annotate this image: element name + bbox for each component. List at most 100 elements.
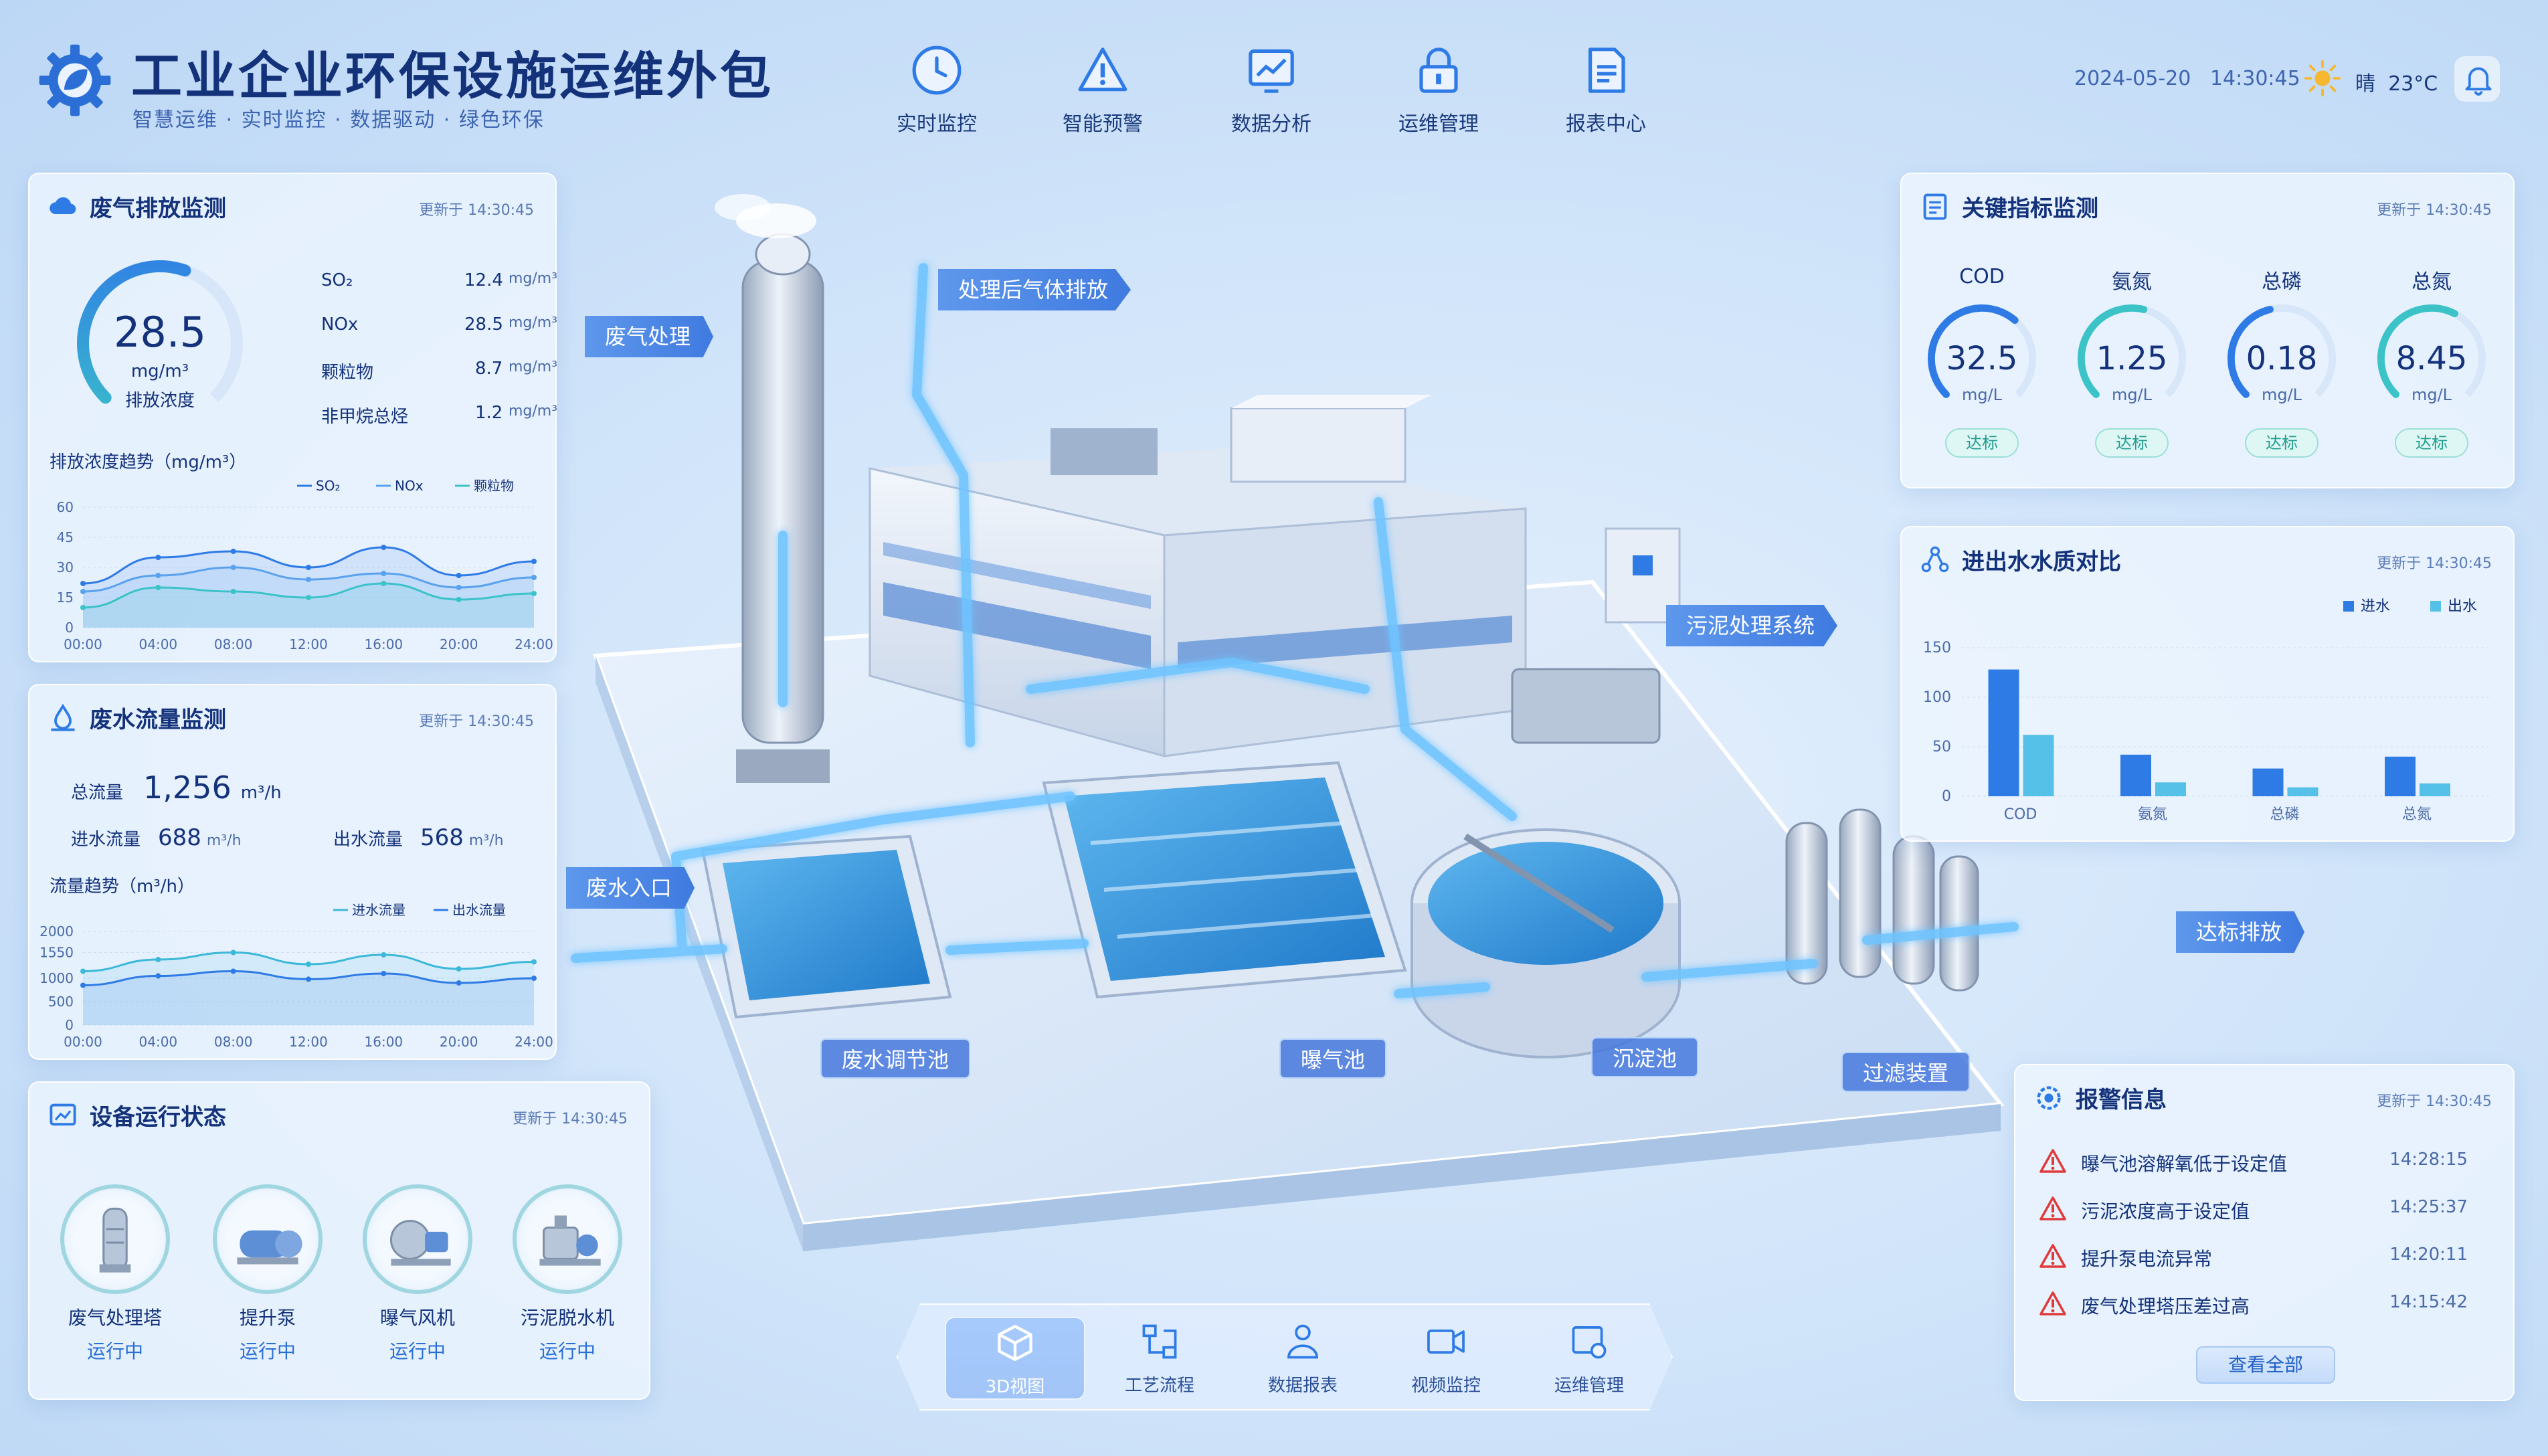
y-tick-label: 1000: [39, 970, 74, 986]
data-point: [80, 605, 86, 610]
legend-label: 颗粒物: [474, 478, 514, 494]
bar: [2155, 782, 2186, 796]
page-subtitle: 智慧运维 · 实时监控 · 数据驱动 · 绿色环保: [132, 108, 545, 132]
label-discharge: 达标排放: [2176, 911, 2305, 953]
warning-icon: [1078, 48, 1127, 92]
update-time: 更新于 14:30:45: [419, 713, 534, 730]
x-tick-label: 24:00: [515, 636, 553, 652]
equipment-aeration-blower[interactable]: [363, 1184, 472, 1294]
data-point: [230, 549, 236, 554]
equipment-status: 运行中: [86, 1340, 143, 1362]
nav-realtime-monitor[interactable]: 实时监控: [863, 44, 1010, 136]
kpi-gauge-ring: [2227, 304, 2336, 413]
exhaust-gauge: [76, 260, 243, 426]
tab-maintenance[interactable]: 运维管理: [1519, 1317, 1659, 1400]
data-point: [456, 597, 462, 602]
gauge-fill: [2227, 304, 2336, 413]
tab-3d-view[interactable]: 3D视图: [945, 1317, 1085, 1400]
plant-3d-view: [571, 194, 2019, 1251]
kpi-value: 8.45: [2395, 340, 2468, 377]
data-point: [80, 581, 86, 586]
data-report-icon: [1287, 1324, 1318, 1359]
data-point: [230, 968, 236, 974]
nav-smart-warning[interactable]: 智能预警: [1029, 44, 1176, 136]
kpi-name: 总氮: [2412, 270, 2452, 294]
data-point: [531, 959, 537, 965]
data-point: [80, 589, 86, 594]
alarm-time: 14:25:37: [2389, 1197, 2468, 1217]
kpi-status-badge: 达标: [2245, 428, 2318, 458]
view-all-button[interactable]: 查看全部: [2196, 1346, 2335, 1384]
data-point: [531, 591, 537, 596]
alarm-time: 14:20:11: [2389, 1245, 2468, 1265]
x-tick-label: 12:00: [289, 636, 328, 652]
gauge-fill: [2078, 304, 2186, 413]
series-area: [83, 971, 534, 1025]
equipment-name: 提升泵: [239, 1307, 296, 1329]
bar: [2287, 787, 2318, 796]
data-point: [155, 555, 161, 560]
panel-title: 废水流量监测: [90, 707, 226, 733]
data-point: [456, 585, 462, 590]
equipment-sludge-dewaterer[interactable]: [513, 1184, 622, 1294]
bar: [2120, 754, 2151, 796]
alarm-item[interactable]: 曝气池溶解氧低于设定值 14:28:15: [2039, 1146, 2468, 1179]
chart-icon: [1249, 49, 1294, 93]
legend-label: 进水流量: [352, 902, 405, 918]
equipment-status: 运行中: [239, 1340, 296, 1362]
alarm-warning-icon: [2039, 1196, 2066, 1220]
data-point: [531, 559, 537, 564]
label-regulating-tank: 废水调节池: [820, 1038, 971, 1079]
tab-video-monitor[interactable]: 视频监控: [1376, 1317, 1516, 1400]
x-tick-label: 16:00: [365, 1034, 403, 1050]
equipment-lift-pump[interactable]: [213, 1184, 323, 1294]
label-aeration-tank: 曝气池: [1279, 1038, 1387, 1079]
tab-label: 视频监控: [1410, 1376, 1481, 1396]
data-point: [306, 976, 311, 982]
tab-label: 3D视图: [985, 1377, 1045, 1397]
nav-maintenance[interactable]: 运维管理: [1365, 44, 1512, 136]
notification-button[interactable]: [2453, 55, 2501, 103]
legend-label: SO₂: [316, 478, 340, 494]
tab-data-report[interactable]: 数据报表: [1233, 1317, 1373, 1400]
bar: [2385, 756, 2416, 796]
y-tick-label: 15: [57, 589, 74, 606]
kpi-name: COD: [1959, 265, 2005, 288]
y-tick-label: 45: [57, 529, 74, 545]
x-tick-label: 08:00: [214, 636, 253, 652]
tab-label: 运维管理: [1554, 1376, 1624, 1396]
nav-data-analysis[interactable]: 数据分析: [1198, 44, 1345, 136]
kpi-status-badge: 达标: [2395, 428, 2468, 458]
legend-swatch: [2430, 601, 2441, 612]
y-tick-label: 1550: [39, 945, 74, 961]
equipment-gas-tower[interactable]: [60, 1184, 170, 1294]
data-point: [456, 966, 462, 972]
flow-icon: [1142, 1324, 1177, 1359]
sun-icon: [2304, 60, 2341, 97]
gauge-value: 28.5: [113, 308, 207, 357]
temperature: 23°C: [2388, 72, 2438, 96]
x-tick-label: 24:00: [515, 1034, 553, 1050]
data-point: [155, 585, 161, 590]
data-point: [306, 595, 311, 600]
y-tick-label: 50: [1932, 739, 1951, 755]
data-point: [155, 957, 161, 962]
update-time: 更新于 14:30:45: [2377, 202, 2492, 219]
nav-label: 智能预警: [1063, 112, 1143, 136]
panel-title: 关键指标监测: [1962, 195, 2098, 222]
monitor-icon: [50, 1103, 76, 1125]
y-tick-label: 0: [65, 620, 74, 636]
nav-report-center[interactable]: 报表中心: [1532, 44, 1679, 136]
tab-process-flow[interactable]: 工艺流程: [1089, 1317, 1230, 1400]
data-point: [531, 575, 537, 580]
alarm-text: 曝气池溶解氧低于设定值: [2081, 1153, 2288, 1175]
y-tick-label: 0: [1942, 788, 1951, 805]
alarm-time: 14:28:15: [2389, 1150, 2468, 1170]
kpi-gauge-ring: [2377, 304, 2486, 413]
